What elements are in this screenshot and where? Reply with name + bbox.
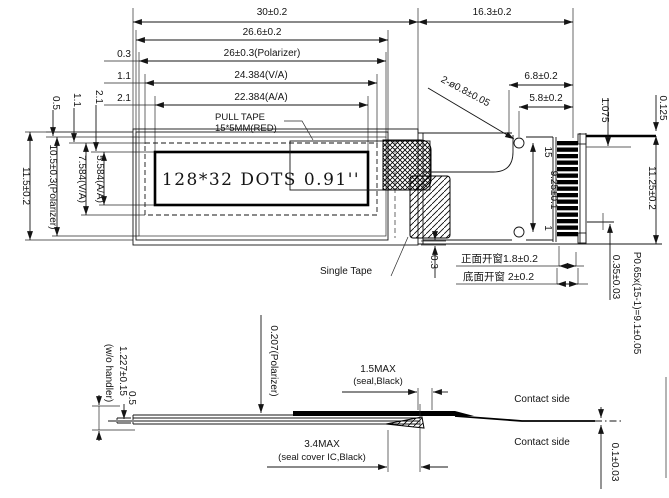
dim-16-3: 16.3±0.2: [473, 7, 512, 18]
dim-0-207: 0.207(Polarizer): [268, 325, 279, 396]
seal-3-4max: 3.4MAX: [304, 439, 340, 450]
dim-0-3-tape: 0.3: [428, 255, 439, 269]
dim-11-5: 11.5±0.2: [20, 167, 31, 206]
seal-3-4max-note: (seal cover IC,Black): [278, 452, 366, 463]
pull-tape-label-2: 15*5MM(RED): [215, 123, 277, 134]
alignment-hole-bottom: [513, 226, 525, 238]
pin-1-label: 1: [542, 225, 553, 231]
gap-0-3: 0.3: [117, 49, 131, 60]
gap-1-1: 1.1: [117, 71, 131, 82]
window-bottom-note: 底面开窗 2±0.2: [463, 270, 534, 283]
dim-10-5-polarizer: 10.5±0.3(Polarizer): [47, 145, 58, 230]
wo-handler-label: (w/o handler): [103, 344, 114, 402]
right-dimensions: 1.075 0.125 11.25±0.2 0.35±0.03 P0.65x(1…: [586, 95, 668, 478]
left-dimensions: 11.5±0.2 10.5±0.3(Polarizer) 7.584(V/A) …: [20, 131, 155, 241]
dim-6-8: 6.8±0.2: [524, 71, 558, 82]
dim-9-25: 9.25±0.1: [548, 171, 559, 210]
single-tape-label: Single Tape: [320, 266, 373, 277]
dim-26-polarizer: 26±0.3(Polarizer): [224, 48, 301, 59]
top-view-module: 128*32 DOTS 0.91'' PULL TAPE 15*5MM(RED)…: [132, 112, 451, 278]
window-front-note: 正面开窗1.8±0.2: [461, 252, 538, 265]
dim-0-5-side: 0.5: [126, 391, 137, 405]
pull-tape-label-1: PULL TAPE: [215, 112, 265, 123]
dim-0-35: 0.35±0.03: [610, 255, 621, 300]
gap-2-1: 2.1: [117, 93, 131, 104]
window-notes: 正面开窗1.8±0.2 底面开窗 2±0.2: [456, 246, 588, 287]
seal-1-5max-note: (seal,Black): [353, 376, 403, 387]
connector-pads: [557, 141, 578, 237]
active-area-outline: [153, 150, 370, 207]
dim-1-227: 1.227±0.15: [117, 346, 128, 396]
single-tape-hatch: [409, 175, 451, 239]
vgap-2-1: 2.1: [93, 90, 104, 104]
viewing-area-outline: [144, 142, 378, 216]
dim-7-584: 7.584(V/A): [76, 155, 87, 203]
section-view: (w/o handler) 1.227±0.15 0.5 0.207(Polar…: [92, 315, 624, 489]
top-dimensions: 30±0.2 16.3±0.2 26.6±0.2 26±0.3(Polarize…: [46, 7, 574, 153]
pitch-formula: P0.65x(15-1)=9.1±0.05: [631, 252, 642, 355]
hole-callout: 2-ø0.8±0.05: [439, 74, 492, 109]
fpc-connector: 2-ø0.8±0.05 6.8±0.2 5.8±0.2 15 9.25±0.1 …: [418, 71, 662, 245]
dim-0-1: 0.1±0.03: [609, 443, 620, 482]
seal-1-5max: 1.5MAX: [360, 364, 396, 375]
dim-5-584: 5.584(A/A): [94, 155, 105, 203]
contact-side-bottom: Contact side: [514, 437, 570, 448]
dim-11-25: 11.25±0.2: [646, 166, 657, 210]
contact-side-top: Contact side: [514, 394, 570, 405]
pin-15-label: 15: [542, 146, 553, 158]
seal-strip: [293, 411, 455, 416]
dim-30: 30±0.2: [257, 7, 288, 18]
alignment-hole-top: [513, 137, 525, 149]
dim-24-384: 24.384(V/A): [234, 70, 287, 81]
seal-cover-ic-wedge: [385, 416, 425, 429]
dim-1-075: 1.075: [599, 97, 610, 122]
dim-26-6: 26.6±0.2: [243, 27, 282, 38]
vgap-0-5: 0.5: [50, 96, 61, 110]
dim-0-125: 0.125: [657, 95, 668, 120]
dim-22-384: 22.384(A/A): [234, 92, 287, 103]
fpc-tail: [454, 415, 595, 422]
dim-5-8: 5.8±0.2: [529, 93, 563, 104]
display-size-label: 128*32 DOTS 0.91'': [162, 170, 360, 190]
vgap-1-1: 1.1: [71, 93, 82, 107]
